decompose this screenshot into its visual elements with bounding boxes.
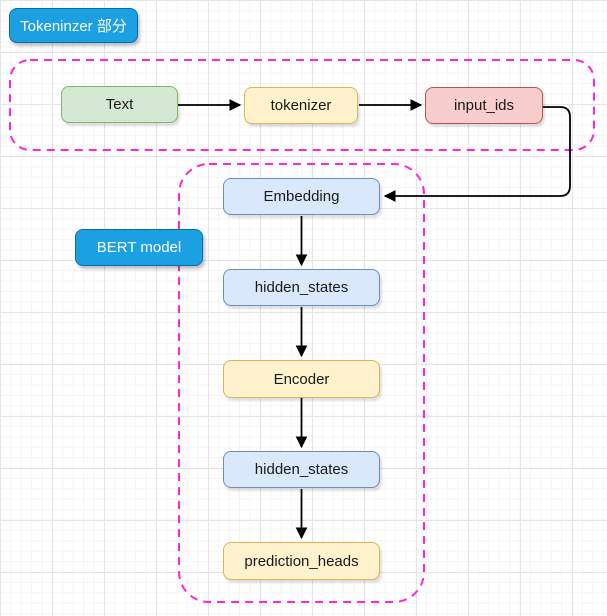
node-encoder[interactable]: Encoder <box>223 360 380 398</box>
node-hidden-states-1[interactable]: hidden_states <box>223 269 380 306</box>
node-tokenizer[interactable]: tokenizer <box>244 87 358 124</box>
node-hidden-states-2[interactable]: hidden_states <box>223 451 380 488</box>
bert-model-badge[interactable]: BERT model <box>75 229 203 266</box>
node-text[interactable]: Text <box>61 86 178 123</box>
node-embedding[interactable]: Embedding <box>223 178 380 215</box>
tokenizer-section-badge[interactable]: Tokeninzer 部分 <box>9 8 138 43</box>
node-prediction-heads[interactable]: prediction_heads <box>223 542 380 580</box>
node-input-ids[interactable]: input_ids <box>425 87 543 124</box>
edge-input-ids-to-embedding[interactable] <box>383 106 571 202</box>
tokenizer-group-container[interactable] <box>9 59 595 151</box>
bert-model-group-container[interactable] <box>178 163 425 603</box>
